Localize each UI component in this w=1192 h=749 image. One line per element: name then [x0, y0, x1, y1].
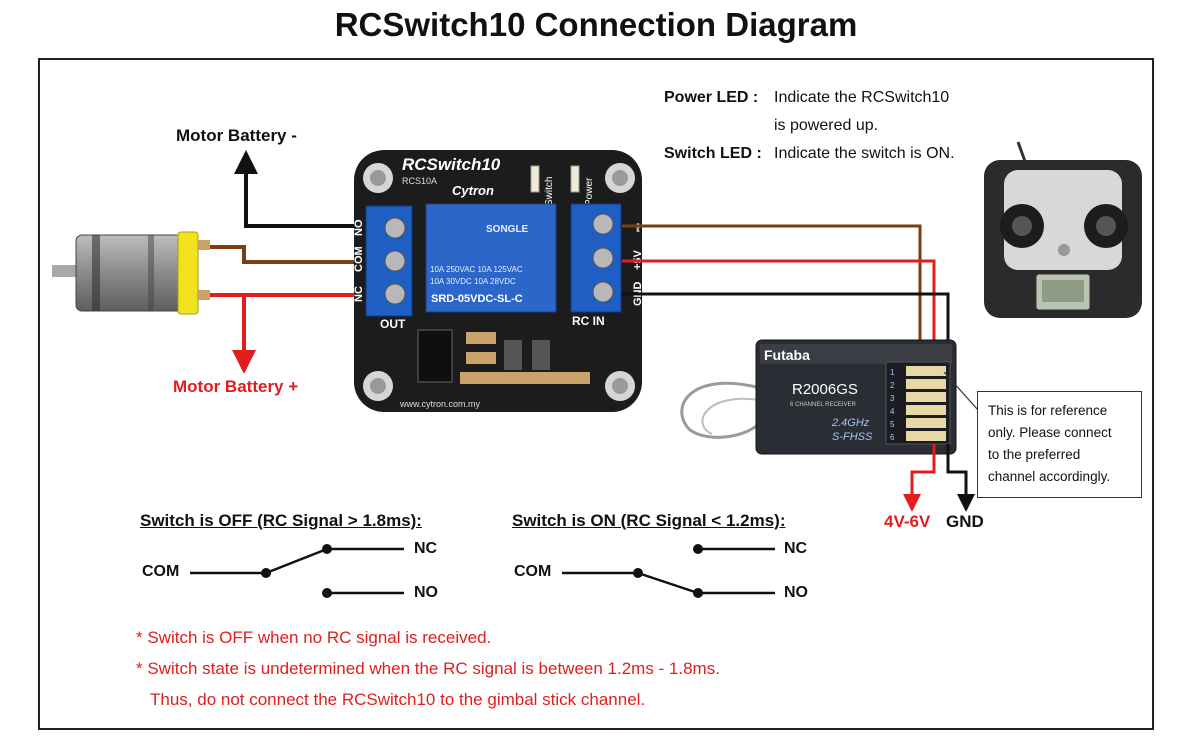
switch-off-nc-label: NC	[414, 540, 438, 557]
switch-led-label: Switch	[544, 177, 555, 206]
futaba-receiver: Futaba R2006GS 6 CHANNEL RECEIVER 2.4GHz…	[680, 339, 957, 455]
reference-note-line: This is for reference	[988, 403, 1108, 418]
rcswitch10-board: RCSwitch10 RCS10A Cytron Switch Power NO…	[353, 150, 644, 412]
switch-led-description: Indicate the switch is ON.	[774, 145, 955, 162]
receiver-channel-pins	[906, 366, 946, 441]
power-led-key: Power LED :	[664, 89, 759, 106]
switch-off-com-label: COM	[142, 563, 180, 580]
receiver-channel-3: 3	[890, 394, 895, 403]
reference-note-line: to the preferred	[988, 447, 1081, 462]
switch-off-heading: Switch is OFF (RC Signal > 1.8ms):	[140, 511, 422, 530]
reference-note-line: only. Please connect	[988, 425, 1112, 440]
motor-battery-neg-wire	[234, 150, 358, 228]
switch-on-schematic	[562, 544, 775, 598]
receiver-channel-2: 2	[890, 381, 895, 390]
note-no-signal: * Switch is OFF when no RC signal is rec…	[136, 628, 492, 647]
receiver-model: R2006GS	[792, 381, 858, 398]
receiver-channel-1: 1	[890, 368, 895, 377]
switch-on-com-label: COM	[514, 563, 552, 580]
note-undetermined: * Switch state is undetermined when the …	[136, 659, 720, 678]
switch-off-no-label: NO	[414, 584, 438, 601]
board-website: www.cytron.com.my	[399, 399, 481, 409]
power-led-description-2: is powered up.	[774, 117, 879, 134]
relay-spec-2: 10A 30VDC 10A 28VDC	[430, 277, 516, 286]
board-model: RCS10A	[402, 176, 437, 186]
rc-transmitter	[984, 141, 1142, 318]
reference-pointer	[943, 371, 979, 411]
relay-spec-1: 10A 250VAC 10A 125VAC	[430, 265, 523, 274]
out-terminal-no: NO	[353, 219, 365, 236]
power-led	[570, 165, 580, 193]
out-label: OUT	[380, 317, 406, 331]
ground-wire	[622, 292, 950, 362]
signal-wire	[622, 224, 922, 362]
motor-battery-neg-label: Motor Battery -	[176, 126, 297, 145]
switch-on-nc-label: NC	[784, 540, 808, 557]
out-terminal-nc: NC	[353, 286, 365, 302]
motor-battery-pos-label: Motor Battery +	[173, 377, 299, 396]
switch-on-heading: Switch is ON (RC Signal < 1.2ms):	[512, 511, 786, 530]
relay-model: SRD-05VDC-SL-C	[431, 293, 523, 305]
board-brand: Cytron	[452, 183, 494, 198]
page-title: RCSwitch10 Connection Diagram	[334, 6, 858, 43]
rc-in-label: RC IN	[572, 314, 605, 328]
reference-note-line: channel accordingly.	[988, 469, 1111, 484]
reference-note: This is for reference only. Please conne…	[977, 391, 1142, 498]
board-name: RCSwitch10	[402, 155, 501, 174]
switch-led-key: Switch LED :	[664, 145, 762, 162]
motor-brown-wire	[210, 245, 358, 264]
power-wire	[622, 259, 936, 362]
receiver-brand: Futaba	[764, 347, 810, 363]
receiver-band: 2.4GHz	[831, 417, 870, 429]
switch-off-schematic	[190, 544, 404, 598]
power-led-label: Power	[584, 177, 595, 206]
receiver-red-wire	[903, 444, 936, 512]
switch-on-no-label: NO	[784, 584, 808, 601]
receiver-desc: 6 CHANNEL RECEIVER	[790, 402, 856, 408]
receiver-black-wire	[946, 444, 975, 512]
receiver-channel-6: 6	[890, 433, 895, 442]
receiver-fhss: S-FHSS	[832, 431, 873, 443]
relay-brand: SONGLE	[486, 224, 529, 235]
receiver-voltage-label: 4V-6V	[884, 512, 931, 531]
out-terminal-com: COM	[353, 246, 365, 272]
switch-led	[530, 165, 540, 193]
dc-motor	[52, 231, 210, 315]
receiver-channel-4: 4	[890, 407, 895, 416]
power-led-description-1: Indicate the RCSwitch10	[774, 89, 950, 106]
receiver-channel-5: 5	[890, 420, 895, 429]
diagram-frame	[38, 58, 1154, 730]
receiver-gnd-label: GND	[946, 512, 984, 531]
note-gimbal-warning: Thus, do not connect the RCSwitch10 to t…	[150, 690, 646, 709]
